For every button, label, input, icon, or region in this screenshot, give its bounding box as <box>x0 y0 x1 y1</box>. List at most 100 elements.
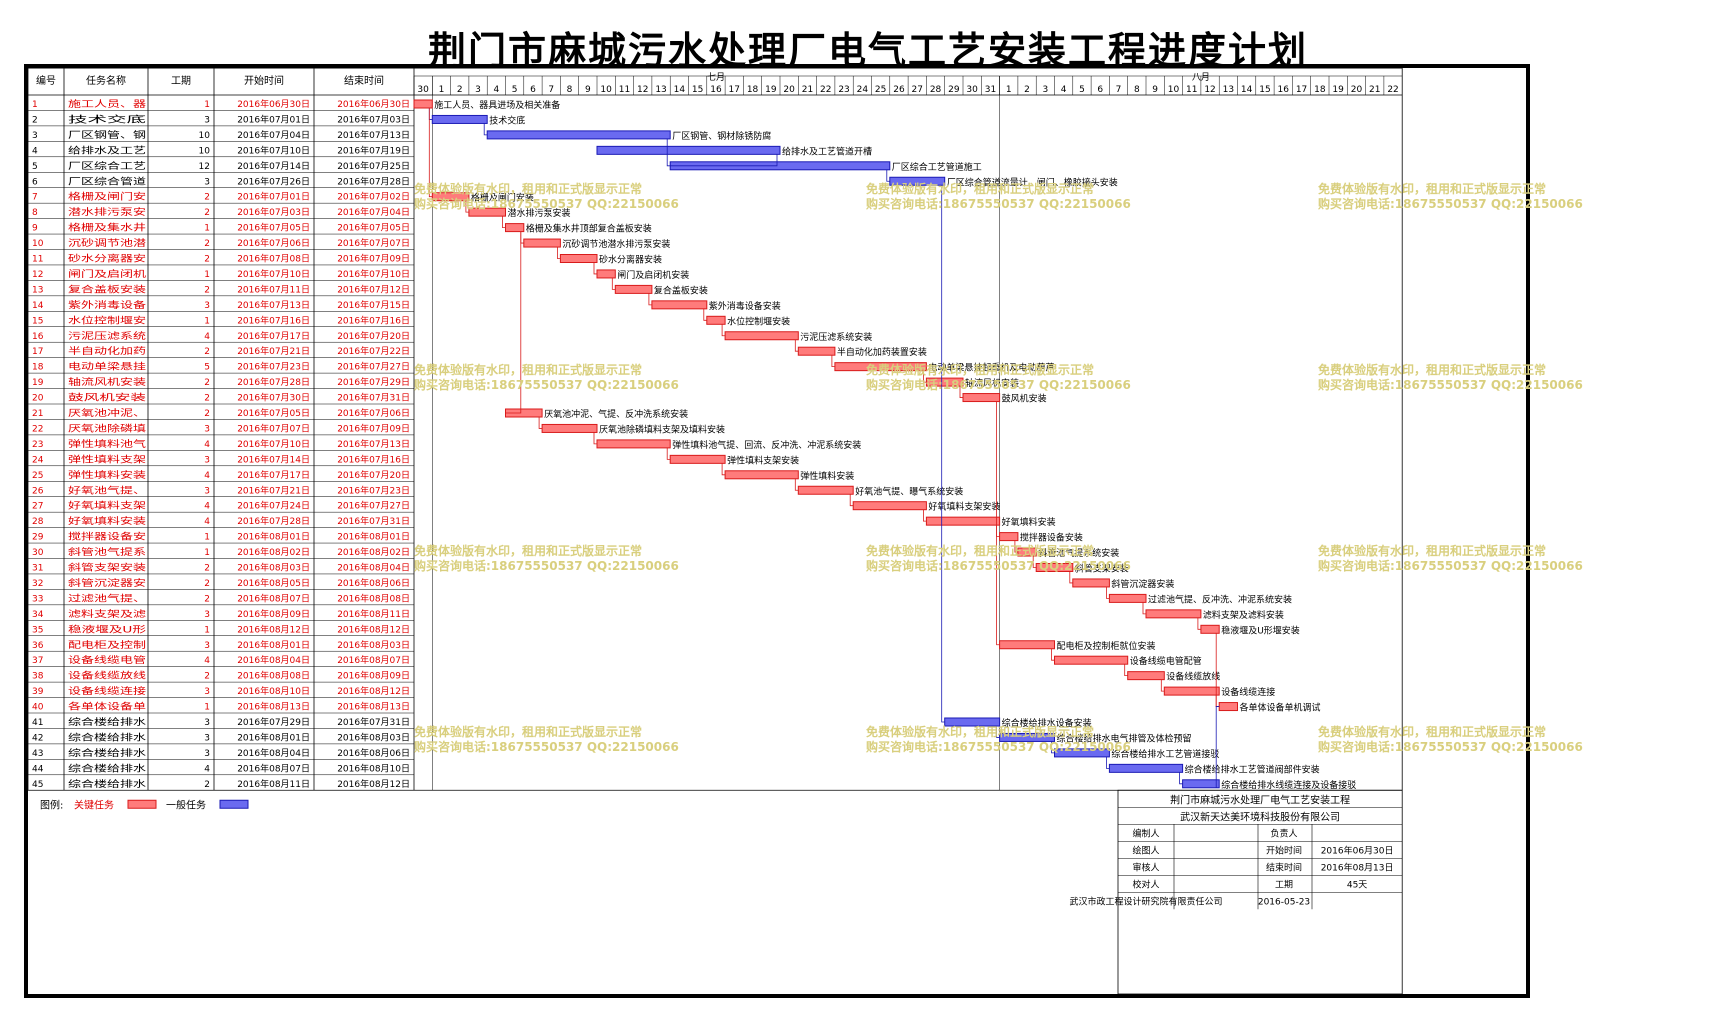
info-cell: 校对人 <box>1132 878 1159 890</box>
dependency-link <box>703 308 707 321</box>
day-label: 31 <box>985 85 996 95</box>
legend-normal-swatch <box>219 799 249 809</box>
task-id: 17 <box>32 347 43 357</box>
task-bar <box>797 485 854 495</box>
task-end: 2016年07月09日 <box>337 422 410 434</box>
day-label: 11 <box>619 85 630 95</box>
task-bar <box>431 114 488 124</box>
task-id: 35 <box>32 625 43 635</box>
task-id: 5 <box>32 162 38 172</box>
dependency-link <box>1106 756 1110 769</box>
task-duration: 4 <box>204 332 210 342</box>
task-id: 40 <box>32 703 44 713</box>
task-duration: 3 <box>204 177 210 187</box>
task-id: 1 <box>32 100 38 110</box>
task-bar-label: 综合楼给排水电气排管及体检预留 <box>1057 732 1192 744</box>
task-id: 37 <box>32 656 43 666</box>
task-duration: 2 <box>204 255 210 265</box>
task-id: 13 <box>32 285 43 295</box>
day-label: 6 <box>530 85 536 95</box>
task-bar-label: 好氧填料支架安装 <box>928 501 1000 513</box>
task-start: 2016年07月24日 <box>237 500 310 512</box>
task-start: 2016年08月01日 <box>237 531 310 543</box>
info-cell: 2016年06月30日 <box>1321 844 1394 856</box>
task-bar-label: 斜管支架安装 <box>1075 563 1129 575</box>
task-duration: 2 <box>204 285 210 295</box>
task-name: 潜水排污泵安 <box>68 206 146 218</box>
task-start: 2016年08月04日 <box>237 654 310 666</box>
task-bar <box>797 346 836 356</box>
task-name: 过滤池气提、 <box>68 592 146 604</box>
task-end: 2016年07月16日 <box>337 314 410 326</box>
dependency-link <box>648 293 652 306</box>
day-label: 16 <box>1278 85 1290 95</box>
task-bar-label: 电动单梁悬挂起重机及电动葫芦 <box>928 362 1054 374</box>
task-bar-label: 配电柜及控制柜就位安装 <box>1057 640 1156 652</box>
task-bar-label: 设备线缆电管配管 <box>1130 655 1202 667</box>
task-bar-label: 综合楼给排水设备安装 <box>1002 717 1092 729</box>
day-label: 2 <box>1024 85 1030 95</box>
task-bar <box>1145 609 1202 619</box>
watermark-line: 免费体验版有水印，租用和正式版显示正常 <box>866 362 1094 377</box>
legend-normal-label: 一般任务 <box>166 798 206 811</box>
dependency-link <box>611 277 616 290</box>
task-end: 2016年08月07日 <box>337 654 410 666</box>
task-bar <box>1182 779 1220 789</box>
day-label: 9 <box>1152 85 1158 95</box>
task-duration: 3 <box>204 115 210 125</box>
watermark-line: 购买咨询电话:18675550537 QQ:22150066 <box>866 739 1131 754</box>
task-id: 2 <box>32 115 38 125</box>
task-bar <box>1108 593 1147 603</box>
task-end: 2016年08月06日 <box>337 747 410 759</box>
task-start: 2016年08月08日 <box>237 670 310 682</box>
task-end: 2016年08月12日 <box>337 623 410 635</box>
task-id: 10 <box>32 239 44 249</box>
task-name: 厂区综合工艺 <box>68 160 146 172</box>
task-bar-label: 鼓风机安装 <box>1002 393 1047 405</box>
task-name: 综合楼给排水 <box>68 716 146 728</box>
task-bar-label: 厂区综合工艺管道施工 <box>892 161 982 173</box>
task-duration: 3 <box>204 641 210 651</box>
task-bar <box>925 516 1001 526</box>
task-duration: 2 <box>204 409 210 419</box>
dependency-link <box>1032 556 1037 568</box>
task-id: 20 <box>32 394 44 404</box>
day-label: 30 <box>966 85 978 95</box>
day-label: 15 <box>692 85 703 95</box>
task-start: 2016年07月21日 <box>237 484 310 496</box>
task-id: 15 <box>32 316 43 326</box>
info-project: 荆门市麻城污水处理厂电气工艺安装工程 <box>1170 793 1350 806</box>
task-name: 斜管支架安装 <box>68 562 146 574</box>
task-name: 配电柜及控制 <box>68 639 146 651</box>
dependency-link <box>557 247 561 259</box>
day-label: 8 <box>567 85 573 95</box>
task-name: 格栅及集水井 <box>68 222 146 234</box>
task-name: 好氧填料支架 <box>68 500 146 512</box>
task-id: 38 <box>32 672 44 682</box>
task-start: 2016年07月10日 <box>237 268 310 280</box>
task-end: 2016年08月03日 <box>337 731 410 743</box>
day-label: 7 <box>1116 85 1122 95</box>
task-end: 2016年07月06日 <box>337 407 410 419</box>
header-dur: 工期 <box>171 75 191 87</box>
task-bar-label: 各单体设备单机调试 <box>1240 702 1321 714</box>
day-label: 28 <box>930 85 942 95</box>
task-start: 2016年08月13日 <box>237 701 310 713</box>
task-end: 2016年07月09日 <box>337 253 410 265</box>
dependency-link <box>959 386 963 398</box>
task-end: 2016年08月04日 <box>337 562 410 574</box>
task-end: 2016年08月09日 <box>337 670 410 682</box>
task-duration: 2 <box>204 347 210 357</box>
watermark-line: 购买咨询电话:18675550537 QQ:22150066 <box>414 558 679 573</box>
task-start: 2016年07月10日 <box>237 438 310 450</box>
task-start: 2016年07月30日 <box>237 392 310 404</box>
task-name: 各单体设备单 <box>68 701 146 713</box>
task-duration: 1 <box>204 316 210 326</box>
task-duration: 2 <box>204 579 210 589</box>
task-duration: 3 <box>204 424 210 434</box>
task-name: 复合盖板安装 <box>68 283 146 295</box>
task-id: 32 <box>32 579 43 589</box>
task-bar-label: 弹性填料池气提、回流、反冲洗、冲泥系统安装 <box>672 439 861 451</box>
task-id: 43 <box>32 749 43 759</box>
